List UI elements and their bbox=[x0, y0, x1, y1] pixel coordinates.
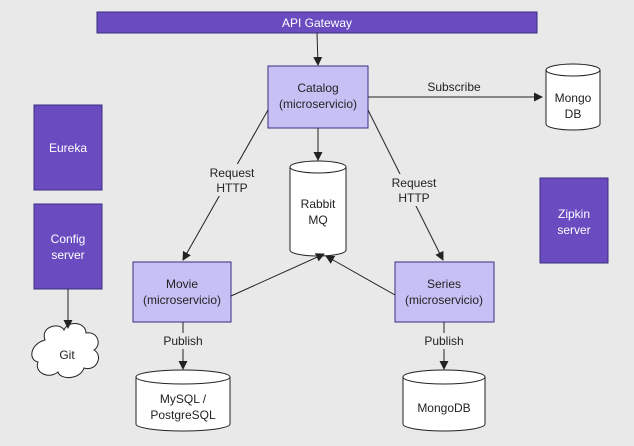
zipkin-server-label-line2: server bbox=[557, 223, 590, 237]
edge-label-request-http-left: Request HTTP bbox=[204, 164, 260, 196]
movie-node: Movie (microservicio) bbox=[132, 261, 232, 323]
config-server-label-line2: server bbox=[51, 248, 84, 262]
mysql-postgresql-node: MySQL / PostgreSQL bbox=[135, 369, 231, 432]
series-label-line2: (microservicio) bbox=[405, 293, 483, 307]
svg-text:HTTP: HTTP bbox=[216, 181, 247, 195]
edge-series-rabbitmq bbox=[325, 255, 396, 296]
edge-label-publish-series: Publish bbox=[419, 333, 469, 349]
edge-label-request-http-right: Request HTTP bbox=[386, 174, 442, 206]
mongodb-series-label: MongoDB bbox=[417, 401, 470, 415]
config-server-label-line1: Config bbox=[51, 232, 86, 246]
svg-text:Request: Request bbox=[392, 176, 437, 190]
svg-text:Publish: Publish bbox=[424, 334, 463, 348]
svg-text:Subscribe: Subscribe bbox=[427, 80, 481, 94]
mongo-db-label-line2: DB bbox=[565, 107, 582, 121]
mysql-label-line1: MySQL / bbox=[160, 392, 207, 406]
mongo-db-label-line1: Mongo bbox=[555, 91, 592, 105]
edge-gateway-catalog bbox=[313, 32, 323, 66]
mongodb-series-node: MongoDB bbox=[402, 369, 486, 432]
svg-text:Request: Request bbox=[210, 166, 255, 180]
rabbit-mq-label-line1: Rabbit bbox=[301, 197, 336, 211]
movie-label-line2: (microservicio) bbox=[143, 293, 221, 307]
mongo-db-catalog-node: Mongo DB bbox=[545, 63, 601, 131]
svg-text:Publish: Publish bbox=[163, 334, 202, 348]
config-server-node: Config server bbox=[33, 203, 103, 290]
catalog-label-line1: Catalog bbox=[297, 81, 338, 95]
catalog-node: Catalog (microservicio) bbox=[267, 65, 369, 129]
edge-label-subscribe: Subscribe bbox=[427, 80, 481, 94]
series-node: Series (microservicio) bbox=[394, 261, 495, 323]
svg-text:HTTP: HTTP bbox=[398, 191, 429, 205]
api-gateway-label: API Gateway bbox=[282, 16, 352, 30]
eureka-label: Eureka bbox=[49, 141, 87, 155]
eureka-node: Eureka bbox=[33, 104, 103, 191]
api-gateway-node: API Gateway bbox=[96, 11, 538, 34]
edge-movie-rabbitmq bbox=[230, 253, 325, 297]
rabbit-mq-node: Rabbit MQ bbox=[289, 160, 347, 257]
zipkin-server-node: Zipkin server bbox=[539, 177, 609, 264]
movie-label-line1: Movie bbox=[166, 277, 198, 291]
mysql-label-line2: PostgreSQL bbox=[150, 408, 216, 422]
git-label: Git bbox=[59, 348, 75, 362]
series-label-line1: Series bbox=[427, 277, 461, 291]
edge-label-publish-movie: Publish bbox=[158, 333, 208, 349]
catalog-label-line2: (microservicio) bbox=[279, 97, 357, 111]
rabbit-mq-label-line2: MQ bbox=[308, 213, 327, 227]
zipkin-server-label-line1: Zipkin bbox=[558, 207, 590, 221]
git-cloud-node: Git bbox=[31, 323, 99, 378]
